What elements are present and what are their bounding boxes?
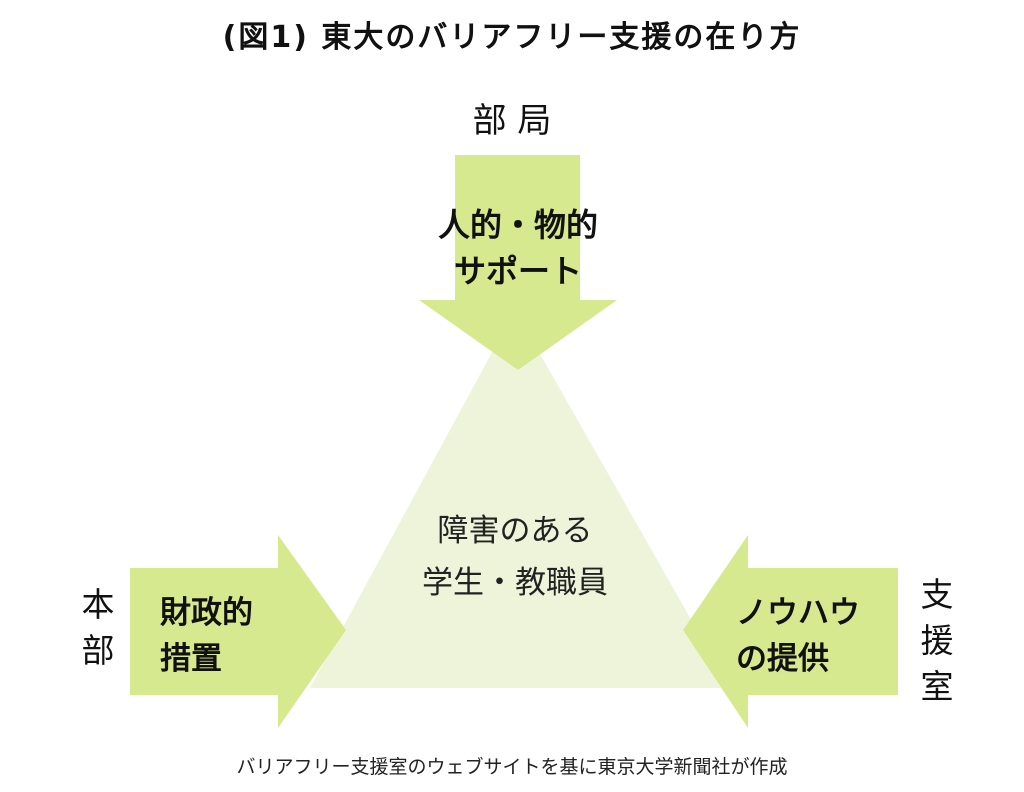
- right-arrow-label: ノウハウ の提供: [736, 590, 896, 682]
- source-char: 支: [920, 575, 954, 614]
- source-label-honbu: 本 部: [76, 582, 120, 674]
- source-char: 室: [920, 667, 954, 706]
- source-char: 援: [920, 621, 954, 660]
- right-arrow-line2: の提供: [736, 641, 829, 677]
- top-arrow-line1: 人的・物的: [437, 206, 598, 244]
- top-arrow-label: 人的・物的 サポート: [380, 202, 656, 294]
- figure-title: (図1) 東大のバリアフリー支援の在り方: [222, 20, 802, 55]
- arrow-left-right: [683, 535, 898, 728]
- center-line2: 学生・教職員: [422, 565, 608, 601]
- source-label-bukyoku: 部 局: [472, 101, 552, 141]
- left-arrow-line1: 財政的: [160, 595, 253, 631]
- center-triangle: [310, 310, 730, 688]
- center-label: 障害のある 学生・教職員: [380, 505, 650, 609]
- source-label-shienshitsu: 支 援 室: [915, 572, 959, 710]
- top-arrow-line2: サポート: [453, 252, 582, 290]
- left-arrow-line2: 措置: [160, 641, 222, 677]
- center-line1: 障害のある: [437, 513, 593, 549]
- source-footnote: バリアフリー支援室のウェブサイトを基に東京大学新聞社が作成: [236, 756, 788, 778]
- right-arrow-line1: ノウハウ: [736, 595, 860, 631]
- source-char: 本: [81, 585, 115, 624]
- left-arrow-label: 財政的 措置: [160, 590, 310, 682]
- source-char: 部: [81, 631, 115, 670]
- arrow-down-top: [419, 155, 617, 370]
- arrow-right-left: [130, 535, 346, 728]
